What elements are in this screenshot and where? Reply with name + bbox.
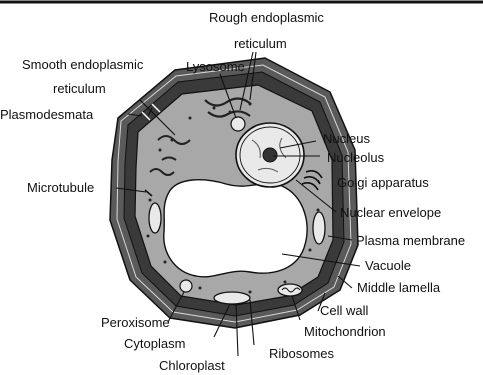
label-smooth-er-1: Smooth endoplasmic	[22, 57, 144, 72]
chloroplast	[214, 292, 250, 304]
label-chloroplast: Chloroplast	[159, 358, 225, 373]
label-rough-er-1: Rough endoplasmic	[209, 10, 324, 25]
label-vacuole: Vacuole	[365, 258, 411, 273]
label-nucleus: Nucleus	[323, 131, 370, 146]
label-nucleolus: Nucleolus	[327, 150, 385, 165]
chloroplast	[313, 212, 325, 244]
label-middle-lamella: Middle lamella	[357, 280, 441, 295]
lysosome	[231, 117, 245, 131]
label-cytoplasm: Cytoplasm	[124, 336, 185, 351]
nucleolus	[263, 148, 277, 162]
label-cell-wall: Cell wall	[320, 303, 369, 318]
label-plasmodesmata: Plasmodesmata	[0, 107, 94, 122]
label-ribosomes: Ribosomes	[269, 346, 335, 361]
label-plasma-membrane: Plasma membrane	[356, 233, 465, 248]
label-smooth-er-2: reticulum	[53, 81, 106, 96]
label-microtubule: Microtubule	[27, 180, 94, 195]
label-lysosome: Lysosome	[186, 59, 245, 74]
chloroplast	[149, 203, 161, 233]
label-rough-er-2: reticulum	[234, 36, 287, 51]
label-mitochondrion: Mitochondrion	[304, 324, 386, 339]
label-golgi: Golgi apparatus	[337, 175, 429, 190]
mitochondrion	[278, 284, 302, 296]
label-peroxisome: Peroxisome	[101, 315, 170, 330]
peroxisome	[180, 280, 192, 292]
vacuole	[164, 180, 307, 277]
label-nuclear-envelope: Nuclear envelope	[340, 205, 441, 220]
